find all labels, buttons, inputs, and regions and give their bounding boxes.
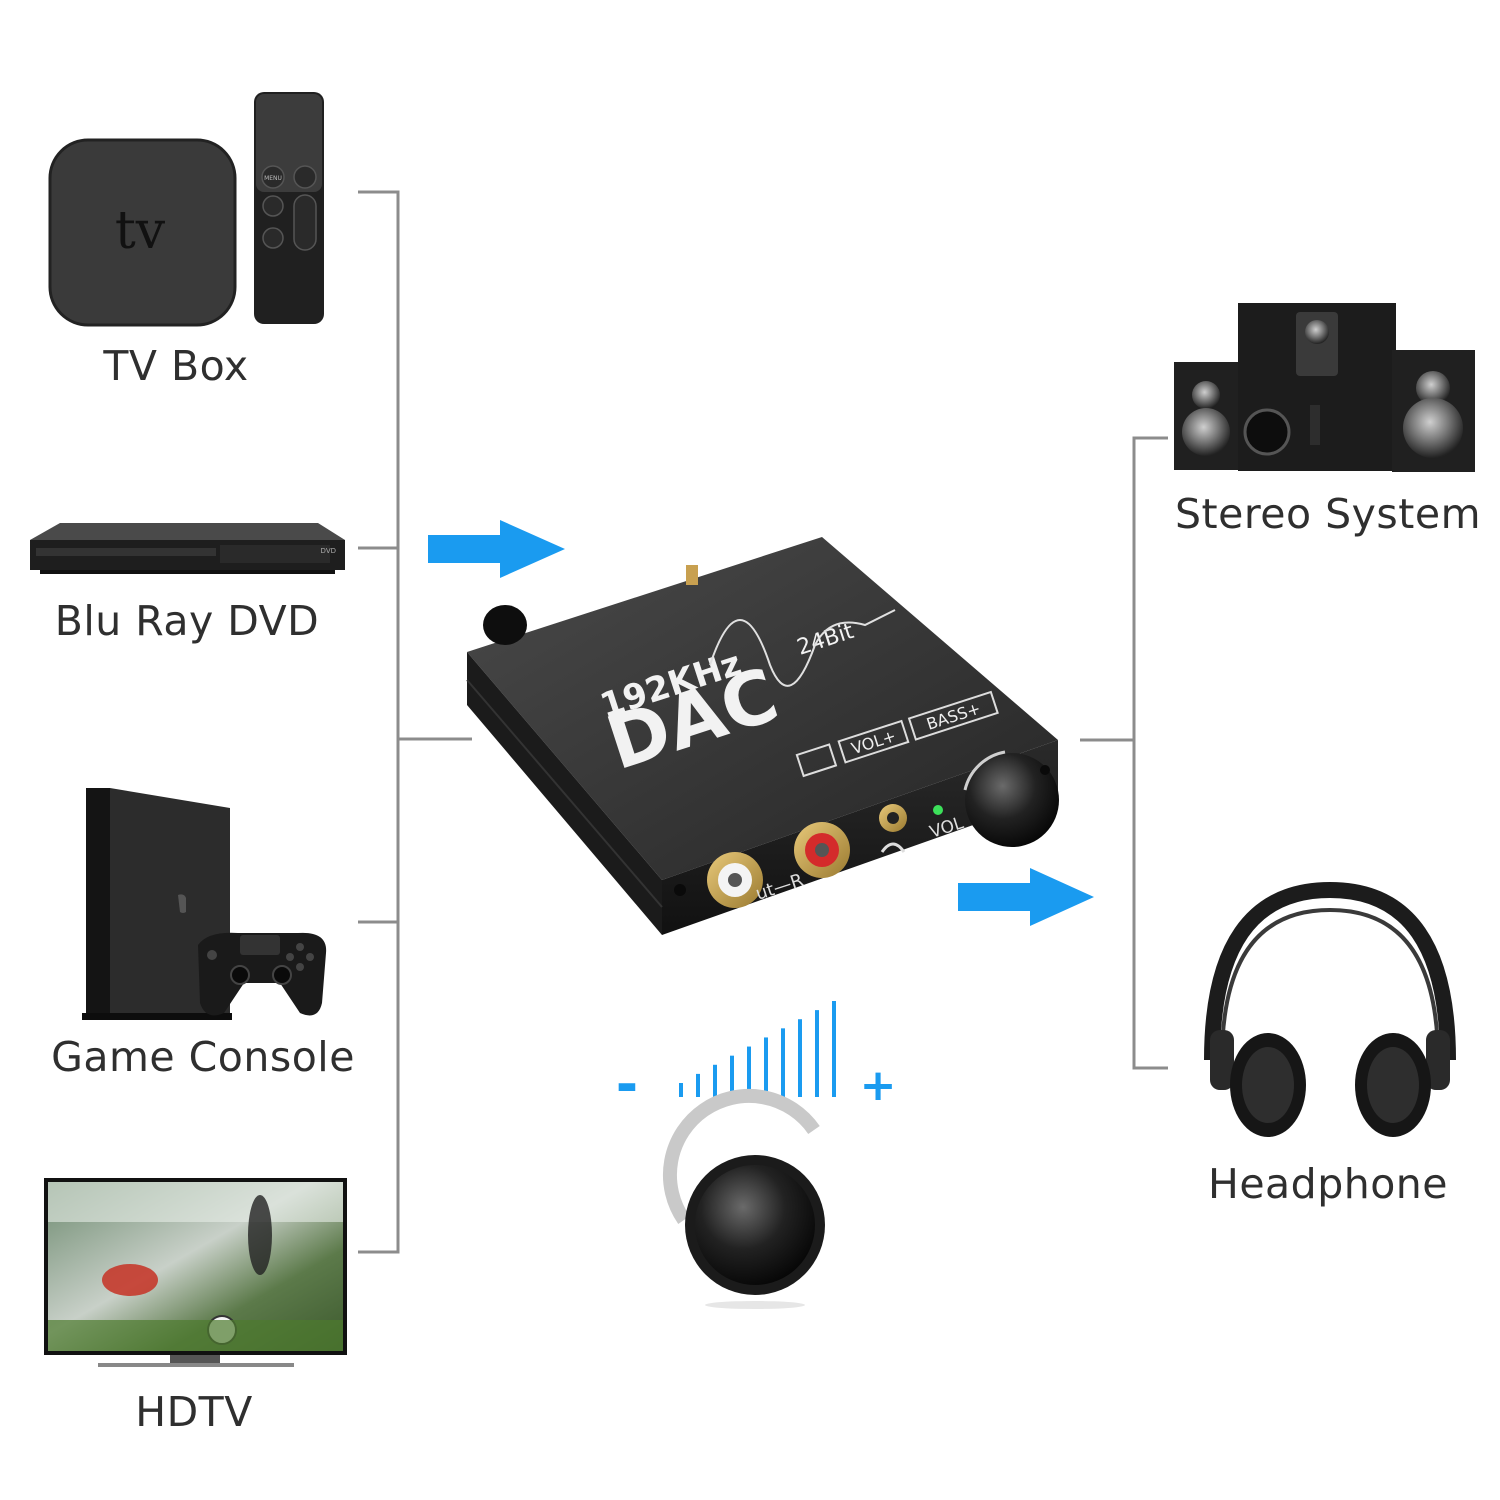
volume-bar — [764, 1037, 768, 1097]
volume-bar — [696, 1073, 700, 1097]
dac-converter-icon: 192KHz DAC 24Bit VOL+ BASS+ ut—R VOL — [466, 537, 1059, 935]
dac-volume-knob — [965, 753, 1059, 847]
volume-minus-icon: - — [616, 1053, 638, 1116]
volume-bar — [679, 1083, 683, 1097]
volume-bar — [832, 1001, 836, 1097]
tv-box-label: TV Box — [103, 342, 249, 390]
left-connector-lines — [358, 190, 472, 1254]
volume-bar — [713, 1064, 717, 1097]
volume-bars — [679, 1001, 836, 1097]
remote-menu-label: MENU — [264, 175, 282, 182]
output-arrow-icon — [958, 868, 1094, 926]
dac-waveform — [709, 609, 896, 687]
volume-level-illustration: - + — [616, 1001, 897, 1116]
game-console-label: Game Console — [51, 1033, 355, 1081]
volume-knob-icon — [663, 1089, 825, 1309]
remote-control-icon: MENU — [254, 92, 324, 324]
stereo-system-label: Stereo System — [1174, 490, 1482, 538]
hdtv-label: HDTV — [135, 1388, 253, 1436]
gamepad-icon — [198, 932, 327, 1016]
headphone-label: Headphone — [1207, 1160, 1449, 1208]
input-arrow-icon — [428, 520, 565, 578]
volume-bar — [815, 1010, 819, 1097]
volume-bar — [747, 1046, 751, 1097]
tv-box-logo: tv — [115, 201, 166, 261]
right-connector-lines — [1080, 436, 1168, 1070]
tv-box-icon: tv — [48, 138, 237, 327]
volume-plus-icon: + — [860, 1060, 897, 1111]
volume-bar — [781, 1028, 785, 1097]
hdtv-icon — [44, 1178, 347, 1367]
stereo-system-icon — [1174, 303, 1475, 472]
headphone-icon — [1204, 881, 1456, 1137]
blu-ray-player-icon: DVD — [30, 523, 345, 574]
blu-ray-dvd-label: Blu Ray DVD — [54, 597, 320, 645]
volume-bar — [730, 1055, 734, 1097]
headphone-badge-icon — [795, 743, 838, 778]
blu-ray-logo: DVD — [321, 547, 336, 555]
volume-bar — [798, 1019, 802, 1097]
